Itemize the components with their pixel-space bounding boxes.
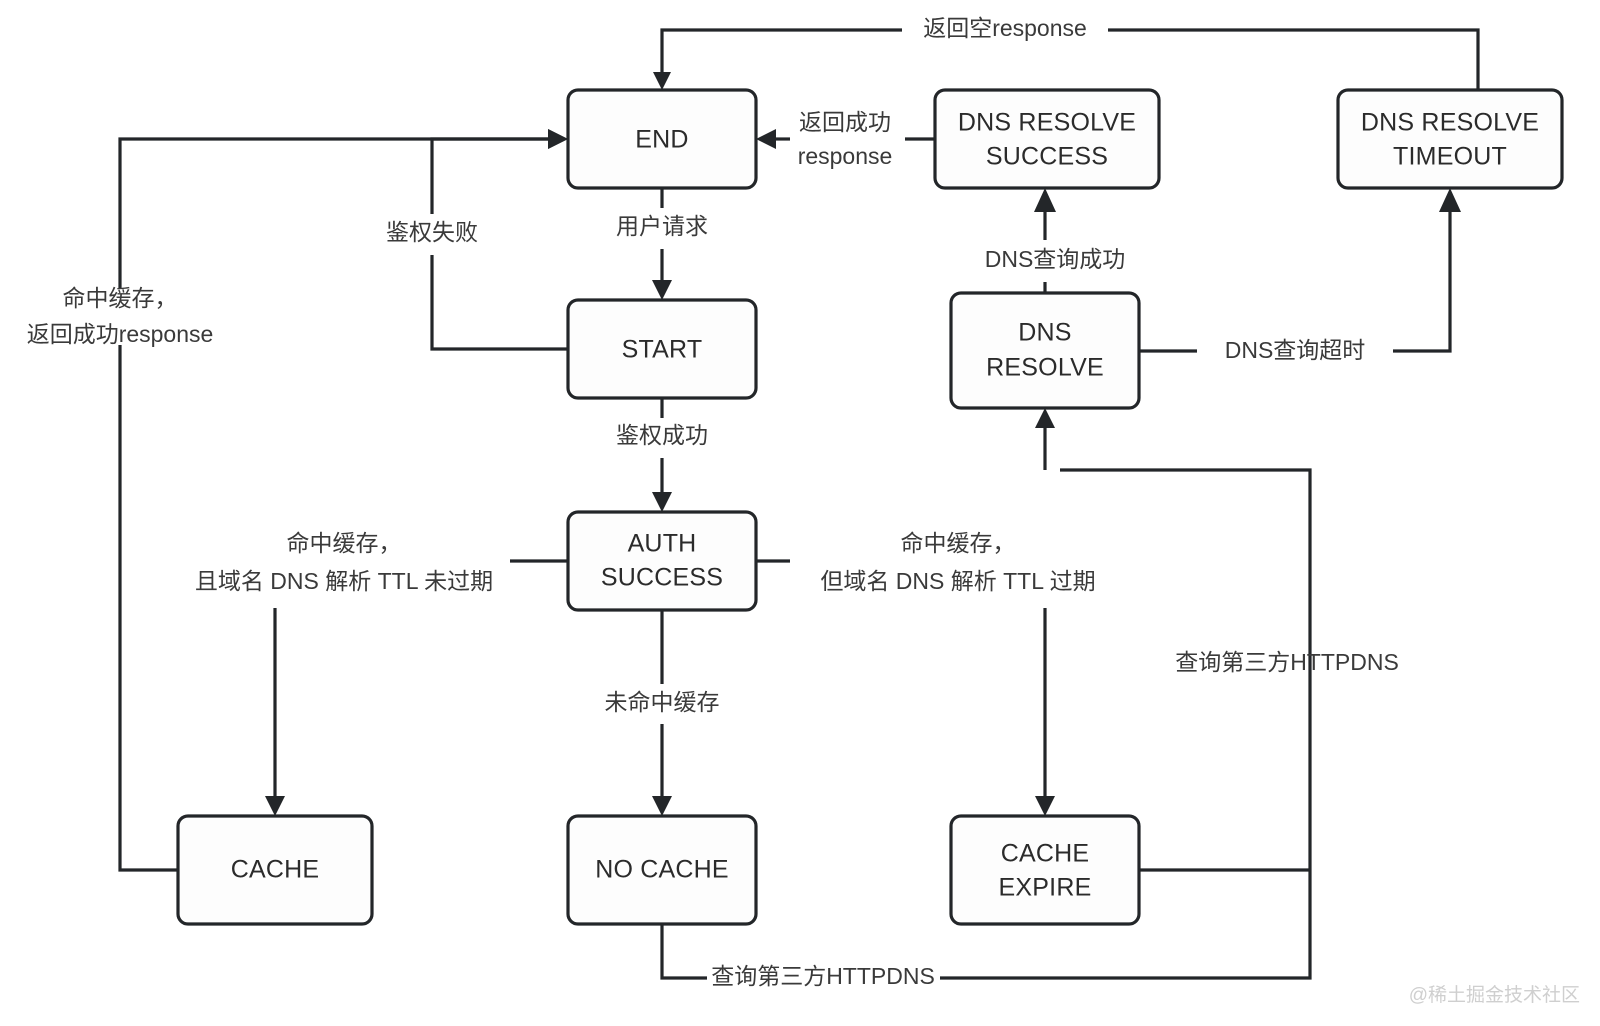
node-end[interactable]: END xyxy=(566,88,758,190)
node-dns-resolve[interactable]: DNS RESOLVE xyxy=(949,291,1141,410)
node-cache-expire-label-line1: CACHE xyxy=(1001,840,1090,868)
node-cache-expire[interactable]: CACHE EXPIRE xyxy=(949,814,1141,926)
arrowhead xyxy=(756,129,776,149)
edge-path xyxy=(1108,28,1480,90)
edge-path xyxy=(660,924,707,980)
node-dns-resolve-timeout-label-line1: DNS RESOLVE xyxy=(1361,109,1539,137)
edge-path xyxy=(118,345,178,872)
edge-label-return-empty: 返回空response xyxy=(923,15,1087,41)
edge-cache-return-success: 命中缓存， 返回成功response xyxy=(27,129,568,872)
edge-path-2 xyxy=(430,137,553,214)
node-cache[interactable]: CACHE xyxy=(176,814,374,926)
node-no-cache[interactable]: NO CACHE xyxy=(566,814,758,926)
edge-label-auth-success: 鉴权成功 xyxy=(616,422,708,448)
node-cache-expire-rect[interactable] xyxy=(949,814,1141,926)
node-no-cache-rect[interactable] xyxy=(566,814,758,926)
node-start-label: START xyxy=(622,336,703,364)
edge-cache-hit-ttl-expired: 命中缓存， 但域名 DNS 解析 TTL 过期 xyxy=(756,530,1096,816)
edge-label-user-request: 用户请求 xyxy=(616,213,708,239)
node-start[interactable]: START xyxy=(566,298,758,400)
edge-label-httpdns-bottom: 查询第三方HTTPDNS xyxy=(711,963,935,989)
edge-path-2 xyxy=(118,137,553,289)
node-dns-resolve-timeout[interactable]: DNS RESOLVE TIMEOUT xyxy=(1336,88,1564,190)
edge-label-cache-hit-ok-line1: 命中缓存， xyxy=(287,530,402,556)
node-dns-resolve-timeout-label-line2: TIMEOUT xyxy=(1393,143,1507,171)
edge-return-empty: 返回空response xyxy=(653,15,1480,90)
node-dns-resolve-timeout-rect[interactable] xyxy=(1336,88,1564,190)
edge-dns-query-success: DNS查询成功 xyxy=(985,188,1126,293)
edge-path-2 xyxy=(940,468,1312,980)
edge-auth-fail: 鉴权失败 xyxy=(386,129,568,351)
arrowhead-2 xyxy=(548,129,568,149)
node-cache-expire-label-line2: EXPIRE xyxy=(999,874,1092,902)
node-auth-success[interactable]: AUTH SUCCESS xyxy=(566,510,758,612)
edge-path-2 xyxy=(1393,210,1452,353)
node-dns-resolve-label-line1: DNS xyxy=(1018,319,1071,347)
node-auth-success-label-line1: AUTH xyxy=(628,530,697,558)
arrowhead xyxy=(653,72,671,90)
arrowhead xyxy=(265,796,285,816)
edge-label-auth-fail: 鉴权失败 xyxy=(386,219,478,245)
node-start-rect[interactable] xyxy=(566,298,758,400)
edge-label-dns-query-timeout: DNS查询超时 xyxy=(1225,337,1366,363)
edge-cache-miss: 未命中缓存 xyxy=(605,610,720,816)
node-no-cache-label: NO CACHE xyxy=(595,856,729,884)
arrowhead xyxy=(1034,188,1056,212)
arrowhead xyxy=(652,280,672,300)
node-auth-success-label-line2: SUCCESS xyxy=(601,564,723,592)
edge-label-cache-miss: 未命中缓存 xyxy=(605,689,720,715)
edge-cache-hit-ttl-ok: 命中缓存， 且域名 DNS 解析 TTL 未过期 xyxy=(195,530,568,816)
watermark-label: @稀土掘金技术社区 xyxy=(1409,984,1580,1006)
edge-label-cache-hit-exp-line1: 命中缓存， xyxy=(901,530,1016,556)
edge-httpdns-right: 查询第三方HTTPDNS xyxy=(1139,649,1399,872)
arrowhead xyxy=(652,492,672,512)
arrowhead xyxy=(1439,188,1461,212)
node-dns-resolve-success-label-line2: SUCCESS xyxy=(986,143,1108,171)
edge-user-request: 用户请求 xyxy=(616,188,708,300)
node-cache-rect[interactable] xyxy=(176,814,374,926)
edge-label-cache-return-line2: 返回成功response xyxy=(27,321,214,347)
edge-label-return-success-line2: response xyxy=(798,143,893,169)
arrowhead xyxy=(1035,408,1055,428)
node-end-rect[interactable] xyxy=(566,88,758,190)
edge-label-cache-hit-exp-line2: 但域名 DNS 解析 TTL 过期 xyxy=(820,568,1095,594)
node-end-label: END xyxy=(635,126,688,154)
arrowhead xyxy=(1035,796,1055,816)
node-cache-label: CACHE xyxy=(231,856,320,884)
edge-label-httpdns-right: 查询第三方HTTPDNS xyxy=(1175,649,1399,675)
edge-path xyxy=(430,255,568,351)
edge-label-return-success-line1: 返回成功 xyxy=(799,109,891,135)
node-dns-resolve-label-line2: RESOLVE xyxy=(986,354,1104,382)
edge-path-2 xyxy=(660,28,902,75)
edge-label-cache-hit-ok-line2: 且域名 DNS 解析 TTL 未过期 xyxy=(195,568,493,594)
node-dns-resolve-success-rect[interactable] xyxy=(933,88,1161,190)
arrowhead xyxy=(652,796,672,816)
node-dns-resolve-success-label-line1: DNS RESOLVE xyxy=(958,109,1136,137)
edge-dns-query-timeout: DNS查询超时 xyxy=(1139,188,1461,363)
edge-auth-success: 鉴权成功 xyxy=(616,398,708,512)
edge-httpdns-bottom: 查询第三方HTTPDNS xyxy=(660,408,1312,989)
edge-label-dns-query-success: DNS查询成功 xyxy=(985,246,1126,272)
edge-label-cache-return-line1: 命中缓存， xyxy=(63,285,178,311)
node-dns-resolve-rect[interactable] xyxy=(949,291,1141,410)
node-auth-success-rect[interactable] xyxy=(566,510,758,612)
edge-return-success: 返回成功 response xyxy=(756,109,935,169)
node-dns-resolve-success[interactable]: DNS RESOLVE SUCCESS xyxy=(933,88,1161,190)
